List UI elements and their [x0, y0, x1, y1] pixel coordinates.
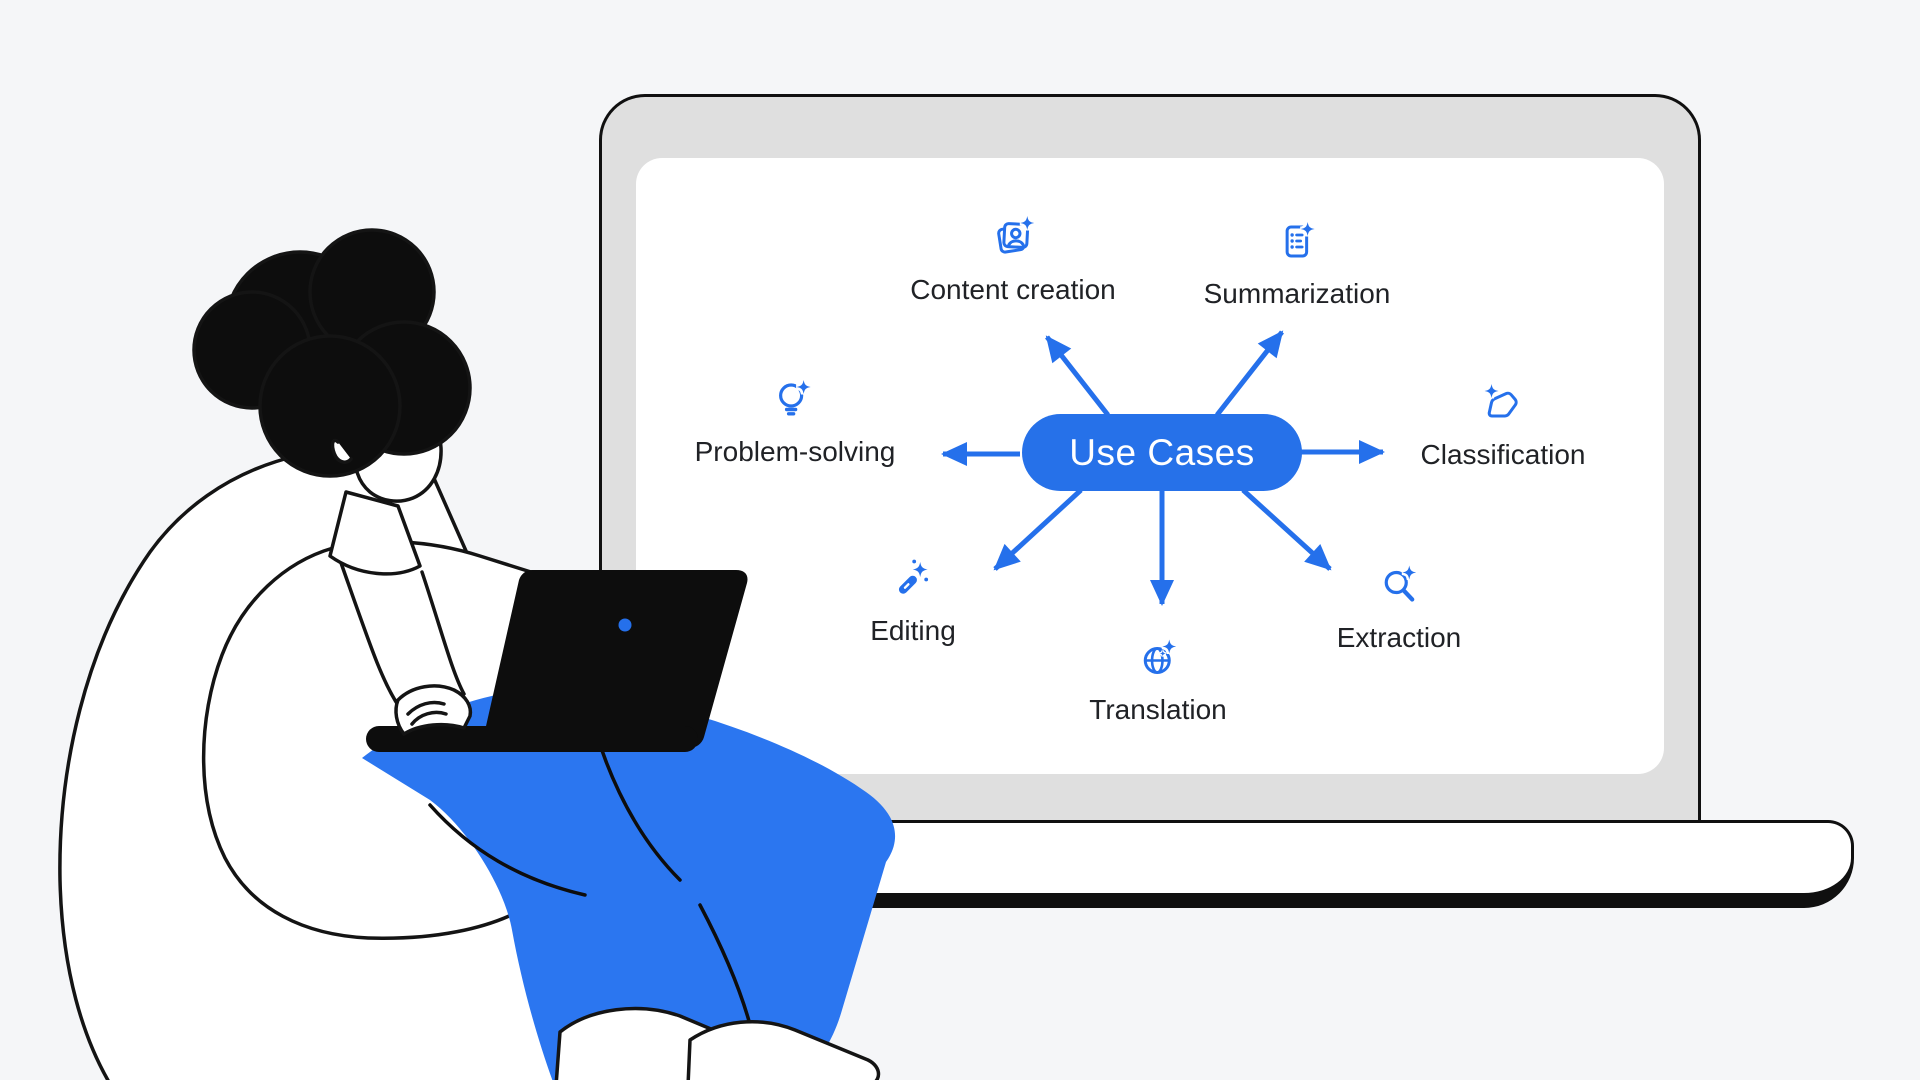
arrow-editing [993, 488, 1083, 571]
tag-sparkle-icon [1479, 379, 1519, 418]
person-arm [338, 558, 402, 710]
wand-sparkle-icon [898, 559, 928, 594]
node-label: Content creation [910, 274, 1116, 305]
node-translation: Translation [1089, 634, 1227, 725]
node-summarization: Summarization [1203, 218, 1391, 309]
person-fingers [410, 710, 448, 726]
person-hair [192, 228, 472, 478]
person-illustration [58, 228, 895, 1080]
person-neck [328, 490, 422, 576]
node-editing: Editing [870, 555, 956, 645]
person-arm [420, 570, 466, 696]
node-label: Editing [870, 615, 956, 646]
personal-laptop [366, 570, 748, 752]
node-label: Summarization [1203, 278, 1391, 309]
node-problem-solving: Problem-solving [694, 376, 896, 467]
person-ear [330, 438, 353, 464]
document-sparkle-icon [1285, 218, 1321, 258]
node-extraction: Extraction [1336, 562, 1462, 653]
laptop-logo-dot [618, 618, 632, 632]
person-pants [362, 688, 895, 1080]
use-cases-pill: Use Cases [1022, 414, 1302, 491]
node-label: Problem-solving [694, 436, 896, 467]
node-classification: Classification [1420, 379, 1586, 470]
globe-sparkle-icon [1143, 634, 1182, 674]
mindmap-arrows [941, 330, 1385, 606]
person-fingers [406, 700, 446, 716]
photo-sparkle-icon [996, 214, 1037, 254]
arrow-extraction [1241, 488, 1332, 571]
lightbulb-sparkle-icon [779, 376, 819, 416]
node-label: Extraction [1336, 622, 1462, 653]
node-label: Classification [1420, 439, 1586, 470]
node-content-creation: Content creation [910, 214, 1116, 305]
shoe [686, 1020, 881, 1080]
arrow-content-creation [1045, 335, 1110, 417]
magnifier-sparkle-icon [1384, 562, 1423, 602]
arrow-summarization [1215, 330, 1284, 417]
node-label: Translation [1089, 694, 1227, 725]
